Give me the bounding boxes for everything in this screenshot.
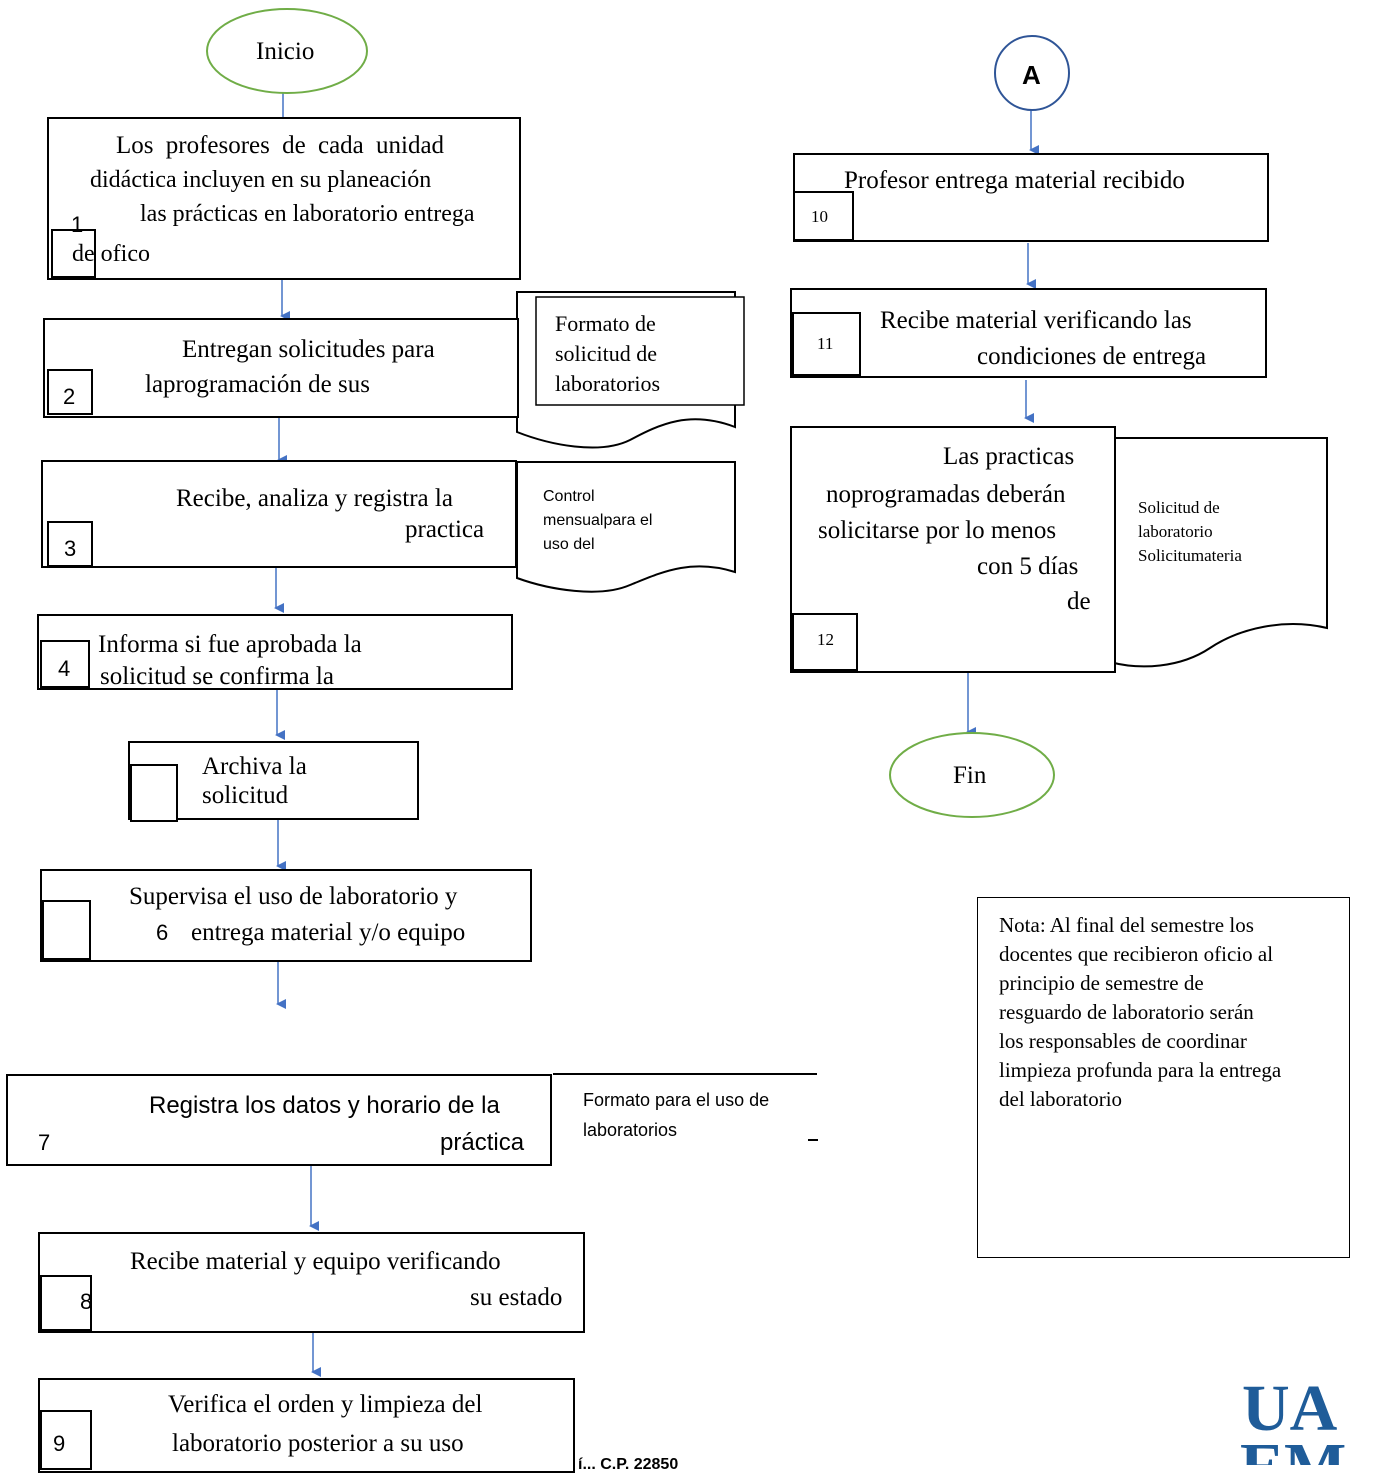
step-6-line-2: entrega material y/o equipo bbox=[191, 919, 466, 946]
step-11-line-1: Recibe material verificando las bbox=[880, 307, 1192, 334]
document-4-line-2: laboratorio bbox=[1138, 522, 1213, 541]
note-line-7: del laboratorio bbox=[999, 1087, 1123, 1111]
step-1-line-4: de ofico bbox=[72, 241, 150, 267]
step-4-number-box bbox=[40, 640, 90, 688]
step-1-number: 1 bbox=[71, 212, 84, 237]
step-7-number: 7 bbox=[38, 1130, 51, 1155]
step-1-line-3: las prácticas en laboratorio entrega bbox=[140, 201, 475, 227]
document-2-line-3: uso del bbox=[543, 536, 595, 553]
step-8-line-1: Recibe material y equipo verificando bbox=[130, 1248, 501, 1275]
step-11-number-box bbox=[792, 312, 861, 376]
step-7-line-2: práctica bbox=[440, 1129, 525, 1156]
step-6-number-box bbox=[42, 900, 91, 960]
step-12-number-box bbox=[792, 613, 858, 671]
step-2-number: 2 bbox=[63, 384, 76, 409]
step-4-line-2: solicitud se confirma la bbox=[100, 663, 334, 690]
document-shape-2 bbox=[516, 461, 736, 593]
step-9-number: 9 bbox=[53, 1431, 66, 1456]
step-2-box bbox=[43, 318, 519, 418]
step-3-box bbox=[41, 460, 517, 568]
step-4-box bbox=[37, 614, 513, 690]
document-shape-1-inner bbox=[535, 296, 745, 406]
document-shape-4 bbox=[1109, 437, 1328, 668]
logo-line-1: UA bbox=[1242, 1378, 1338, 1445]
step-2-number-box bbox=[47, 369, 93, 415]
connector-label: A bbox=[1022, 60, 1041, 90]
step-11-box bbox=[790, 288, 1267, 378]
note-line-1: Nota: Al final del semestre los bbox=[999, 913, 1254, 937]
step-11-number: 11 bbox=[817, 334, 834, 353]
note-line-6: limpieza profunda para la entrega bbox=[999, 1058, 1282, 1082]
step-9-line-2: laboratorio posterior a su uso bbox=[172, 1430, 464, 1457]
document-4-line-3: Solicitumateria bbox=[1138, 546, 1242, 565]
step-10-box bbox=[793, 153, 1269, 242]
step-9-number-box bbox=[40, 1410, 92, 1470]
start-ellipse bbox=[206, 8, 368, 94]
step-11-line-2: condiciones de entrega bbox=[977, 343, 1207, 370]
footer-address-fragment: í... C.P. 22850 bbox=[578, 1456, 679, 1473]
note-line-5: los responsables de coordinar bbox=[999, 1029, 1247, 1053]
end-label: Fin bbox=[953, 762, 987, 789]
document-2-line-1: Control bbox=[543, 488, 595, 505]
connector-circle bbox=[994, 35, 1070, 111]
step-5-line-2: solicitud bbox=[202, 782, 289, 809]
step-4-number: 4 bbox=[58, 656, 71, 681]
step-7-line-1: Registra los datos y horario de la bbox=[149, 1092, 500, 1119]
document-3-line-1: Formato para el uso de bbox=[583, 1090, 770, 1110]
note-line-4: resguardo de laboratorio serán bbox=[999, 1000, 1254, 1024]
logo-line-2: EM bbox=[1240, 1434, 1346, 1466]
document-4-line-1: Solicitud de bbox=[1138, 498, 1220, 517]
document-3-line-2: laboratorios bbox=[583, 1120, 678, 1140]
step-8-line-2: su estado bbox=[470, 1284, 563, 1311]
document-1-line-1: Formato de bbox=[555, 311, 656, 336]
step-3-number: 3 bbox=[64, 536, 77, 561]
step-12-line-3: solicitarse por lo menos bbox=[818, 517, 1057, 544]
uaem-logo: UA EM bbox=[1240, 1378, 1360, 1465]
start-label: Inicio bbox=[256, 38, 315, 65]
step-3-line-2: practica bbox=[405, 516, 485, 543]
step-12-line-5: de bbox=[1067, 588, 1091, 615]
document-2-line-2: mensualpara el bbox=[543, 512, 653, 529]
step-7-box bbox=[6, 1074, 552, 1166]
step-8-number-box bbox=[40, 1275, 92, 1331]
step-1-line-1: Los profesores de cada unidad bbox=[116, 132, 445, 159]
note-box bbox=[977, 897, 1350, 1258]
step-12-line-2: noprogramadas deberán bbox=[826, 481, 1066, 508]
step-1-number-box bbox=[51, 229, 96, 278]
step-2-line-2: laprogramación de sus bbox=[145, 371, 370, 398]
step-10-line-1: Profesor entrega material recibido bbox=[844, 167, 1185, 194]
step-10-number: 10 bbox=[811, 207, 828, 226]
document-1-line-2: solicitud de bbox=[555, 341, 658, 366]
step-4-line-1: Informa si fue aprobada la bbox=[98, 631, 362, 658]
step-8-box bbox=[38, 1232, 585, 1333]
note-line-3: principio de semestre de bbox=[999, 971, 1204, 995]
step-10-number-box bbox=[793, 191, 854, 241]
step-2-line-1: Entregan solicitudes para bbox=[182, 336, 435, 363]
step-6-line-1: Supervisa el uso de laboratorio y bbox=[129, 883, 458, 910]
document-1-line-3: laboratorios bbox=[555, 371, 661, 396]
note-line-2: docentes que recibieron oficio al bbox=[999, 942, 1274, 966]
step-3-line-1: Recibe, analiza y registra la bbox=[176, 485, 453, 512]
step-6-number: 6 bbox=[156, 920, 169, 945]
step-3-number-box bbox=[47, 521, 93, 567]
step-12-line-1: Las practicas bbox=[943, 443, 1075, 470]
step-1-box bbox=[47, 117, 521, 280]
step-1-line-2: didáctica incluyen en su planeación bbox=[90, 167, 432, 193]
step-9-line-1: Verifica el orden y limpieza del bbox=[168, 1391, 483, 1418]
step-8-number: 8 bbox=[80, 1289, 93, 1314]
step-5-number-box bbox=[130, 764, 178, 822]
end-ellipse bbox=[889, 732, 1055, 818]
step-12-line-4: con 5 días bbox=[977, 553, 1079, 580]
step-5-line-1: Archiva la bbox=[202, 753, 307, 780]
step-12-number: 12 bbox=[817, 630, 834, 649]
step-6-box bbox=[40, 869, 532, 962]
